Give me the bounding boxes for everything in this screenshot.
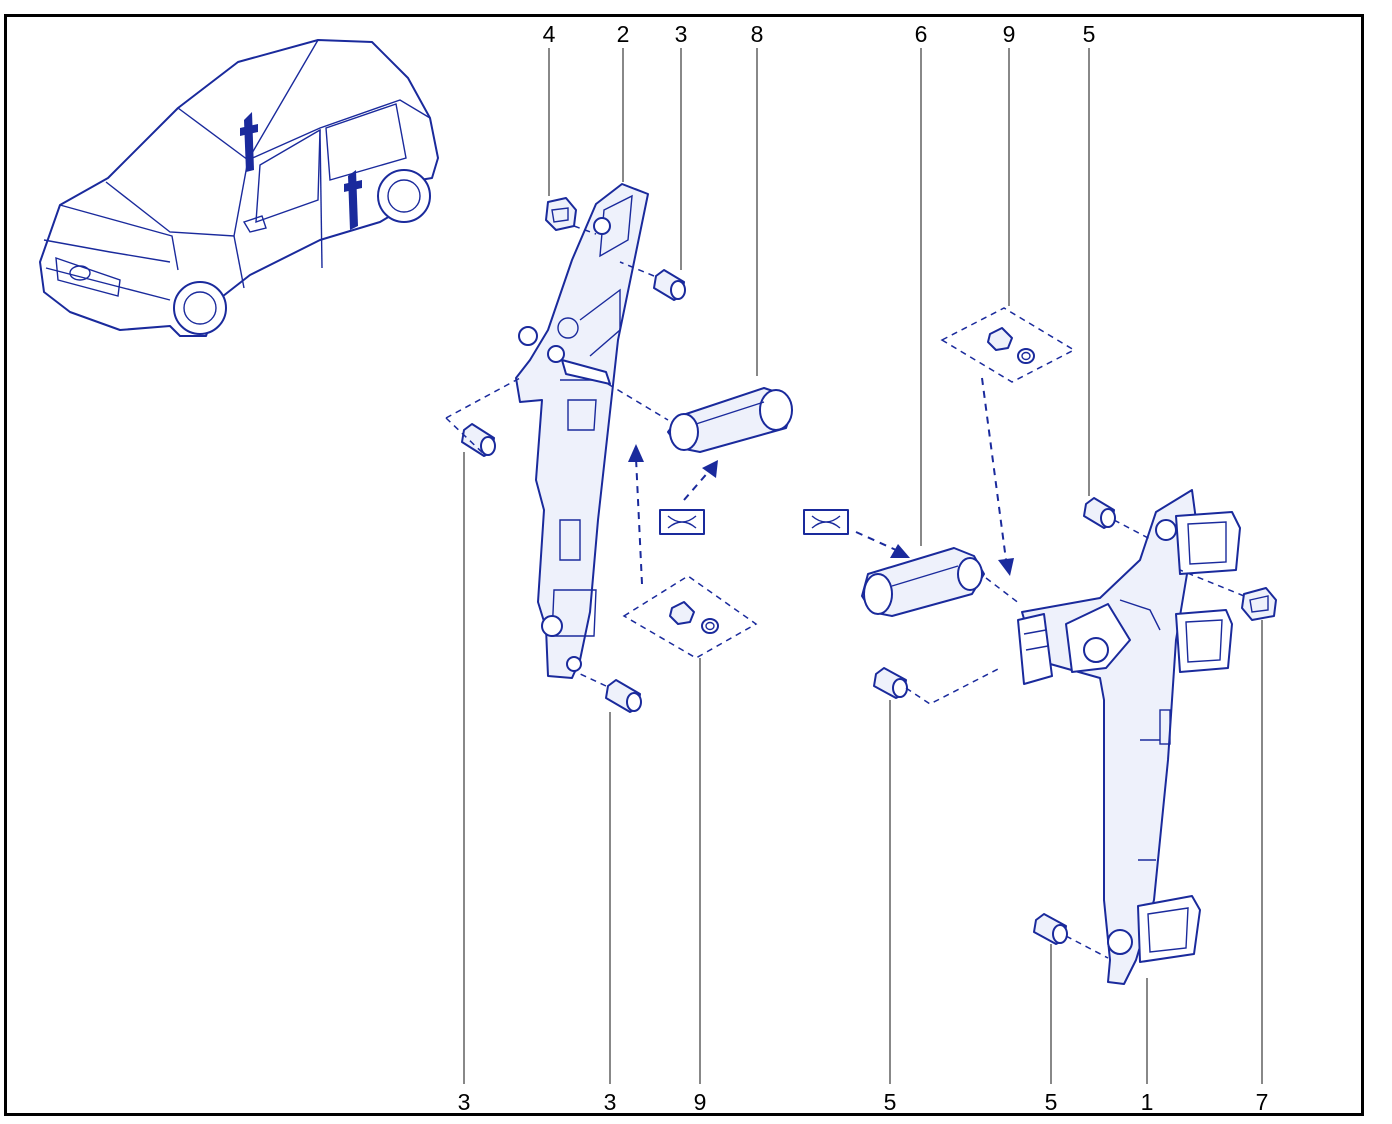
callout-8: 8 — [751, 21, 764, 47]
bolt-5-bottom — [1033, 913, 1109, 959]
callout-9-bottom: 9 — [694, 1089, 707, 1115]
bolt-3-top — [619, 261, 686, 301]
leader-lines — [463, 48, 1263, 1084]
car-overview-icon — [39, 39, 439, 337]
callout-2: 2 — [617, 21, 630, 47]
callout-9-top: 9 — [1003, 21, 1016, 47]
callout-labels-top: 4 2 3 8 6 9 5 — [543, 21, 1096, 47]
callout-1: 1 — [1141, 1089, 1154, 1115]
bolt-5-middle — [873, 667, 1001, 705]
clip-7 — [1179, 569, 1277, 621]
winding-handle-6 — [861, 547, 1021, 617]
callout-6: 6 — [915, 21, 928, 47]
bolt-3-left — [445, 377, 521, 457]
callout-4: 4 — [543, 21, 556, 47]
clip-kit-9-left — [622, 575, 758, 659]
callout-3-bottom: 3 — [604, 1089, 617, 1115]
callout-3-top: 3 — [675, 21, 688, 47]
lubricant-symbol-right — [803, 377, 1014, 576]
lubricant-symbol-left — [628, 444, 718, 585]
callout-7: 7 — [1256, 1089, 1269, 1115]
window-regulator-rear — [1017, 489, 1241, 985]
callout-5-top: 5 — [1083, 21, 1096, 47]
bolt-5-top — [1083, 497, 1153, 541]
winding-handle-8 — [607, 383, 793, 453]
callout-5-bottom-mid: 5 — [884, 1089, 897, 1115]
clip-kit-9-right — [940, 307, 1076, 383]
nut-clip-4 — [545, 197, 597, 235]
callout-5-bottom: 5 — [1045, 1089, 1058, 1115]
callout-labels-bottom: 3 3 9 5 5 1 7 — [458, 1089, 1269, 1115]
callout-3-bottom-left: 3 — [458, 1089, 471, 1115]
window-regulator-front — [515, 183, 649, 679]
bolt-3-bottom — [575, 671, 642, 713]
